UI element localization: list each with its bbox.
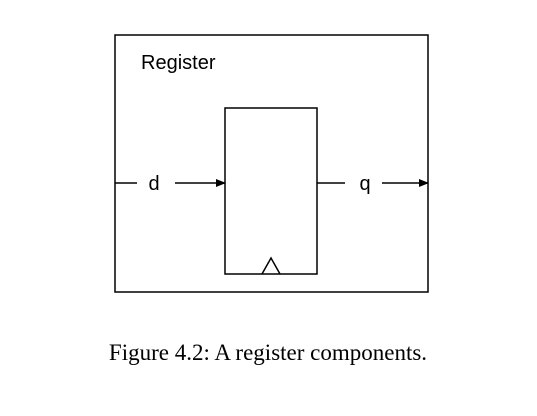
register-label: Register xyxy=(141,52,216,74)
flip-flop-box xyxy=(224,107,318,275)
clock-triangle-icon xyxy=(261,256,281,275)
register-outer-box xyxy=(114,34,429,293)
figure-caption: Figure 4.2: A register components. xyxy=(109,340,427,365)
input-label: d xyxy=(148,173,159,195)
output-label: q xyxy=(359,173,370,195)
